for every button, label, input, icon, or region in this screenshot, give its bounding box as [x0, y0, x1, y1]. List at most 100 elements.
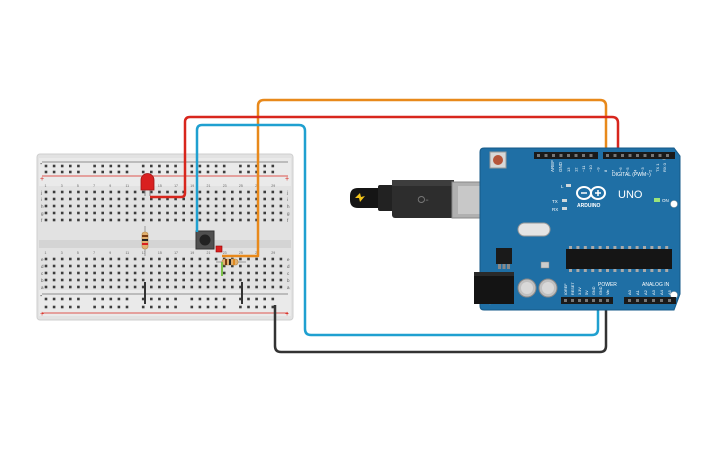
hole	[150, 170, 153, 174]
analog-pin-label: A3	[651, 289, 656, 295]
hole	[206, 264, 210, 268]
chip-pin	[665, 246, 669, 249]
hole	[255, 218, 258, 222]
wire-blue[interactable]	[195, 123, 600, 337]
hole	[85, 211, 88, 215]
wire-black[interactable]	[273, 300, 608, 354]
hole	[77, 164, 80, 168]
hole	[231, 278, 234, 282]
hole	[150, 278, 153, 282]
hole	[190, 164, 194, 168]
hole	[117, 197, 121, 201]
hole	[222, 211, 226, 215]
hole	[69, 170, 72, 174]
hole	[69, 218, 72, 222]
hole	[44, 264, 48, 268]
hole	[77, 190, 80, 194]
hole	[182, 218, 185, 222]
hole	[158, 164, 161, 168]
hole	[263, 164, 266, 168]
hole	[166, 164, 169, 168]
hole	[85, 190, 88, 194]
hole	[69, 264, 72, 268]
hole	[69, 278, 72, 282]
header-pin	[621, 154, 624, 157]
hole	[182, 271, 185, 275]
hole	[158, 264, 161, 268]
digital-pin-label: 2	[647, 169, 652, 172]
hole	[85, 218, 88, 222]
header-pin	[658, 154, 662, 157]
digital-pin-label: TX 1	[655, 163, 660, 172]
hole	[271, 211, 275, 215]
header-pin	[606, 154, 609, 157]
rx-led	[562, 207, 567, 210]
led-red[interactable]	[140, 173, 155, 197]
header-pin	[628, 299, 631, 302]
hole	[190, 271, 194, 275]
digital-header-left	[534, 152, 598, 159]
hole	[101, 218, 104, 222]
hole	[141, 285, 145, 289]
hole	[125, 204, 129, 208]
hole	[44, 297, 48, 301]
hole	[279, 264, 283, 268]
pushbutton[interactable]	[195, 230, 215, 250]
row-letter: a	[41, 285, 44, 290]
hole	[271, 170, 275, 174]
reset-button[interactable]	[489, 151, 507, 169]
hole	[150, 271, 153, 275]
wire-orange[interactable]	[222, 98, 608, 258]
hole	[93, 285, 96, 289]
hole	[125, 257, 129, 261]
hole	[52, 257, 56, 261]
hole	[239, 271, 242, 275]
hole	[52, 297, 56, 301]
hole	[263, 297, 266, 301]
hole	[77, 264, 80, 268]
hole	[231, 197, 234, 201]
hole	[279, 190, 283, 194]
hole	[69, 257, 72, 261]
digital-pin-label: ~11	[581, 165, 586, 172]
hole	[214, 285, 218, 289]
hole	[239, 164, 242, 168]
hole	[206, 285, 210, 289]
gnd-label-top: GND	[558, 161, 563, 172]
hole	[182, 211, 185, 215]
hole	[52, 305, 56, 309]
wire-red[interactable]	[150, 115, 620, 199]
column-number: 25	[239, 184, 243, 188]
hole	[279, 204, 283, 208]
hole	[93, 257, 96, 261]
hole	[133, 278, 137, 282]
hole	[255, 257, 258, 261]
hole	[117, 164, 121, 168]
chip-pin	[620, 246, 624, 249]
hole	[77, 305, 80, 309]
resistor-1[interactable]	[141, 226, 149, 256]
hole	[60, 190, 64, 194]
row-letter: e	[287, 257, 290, 262]
hole	[117, 218, 121, 222]
column-number: 9	[109, 184, 111, 188]
hole	[279, 197, 283, 201]
header-pin	[537, 154, 540, 157]
hole	[263, 197, 266, 201]
hole	[52, 170, 56, 174]
hole	[206, 218, 210, 222]
chip-pin	[606, 246, 609, 249]
hole	[174, 264, 177, 268]
hole	[60, 257, 64, 261]
hole	[166, 218, 169, 222]
hole	[69, 190, 72, 194]
header-pin	[585, 299, 588, 302]
analog-label: ANALOG IN	[642, 282, 670, 288]
chip-pin	[650, 269, 654, 272]
hole	[279, 257, 283, 261]
hole	[198, 264, 202, 268]
hole	[239, 190, 242, 194]
column-number: 21	[207, 251, 211, 255]
column-number: 17	[174, 184, 178, 188]
